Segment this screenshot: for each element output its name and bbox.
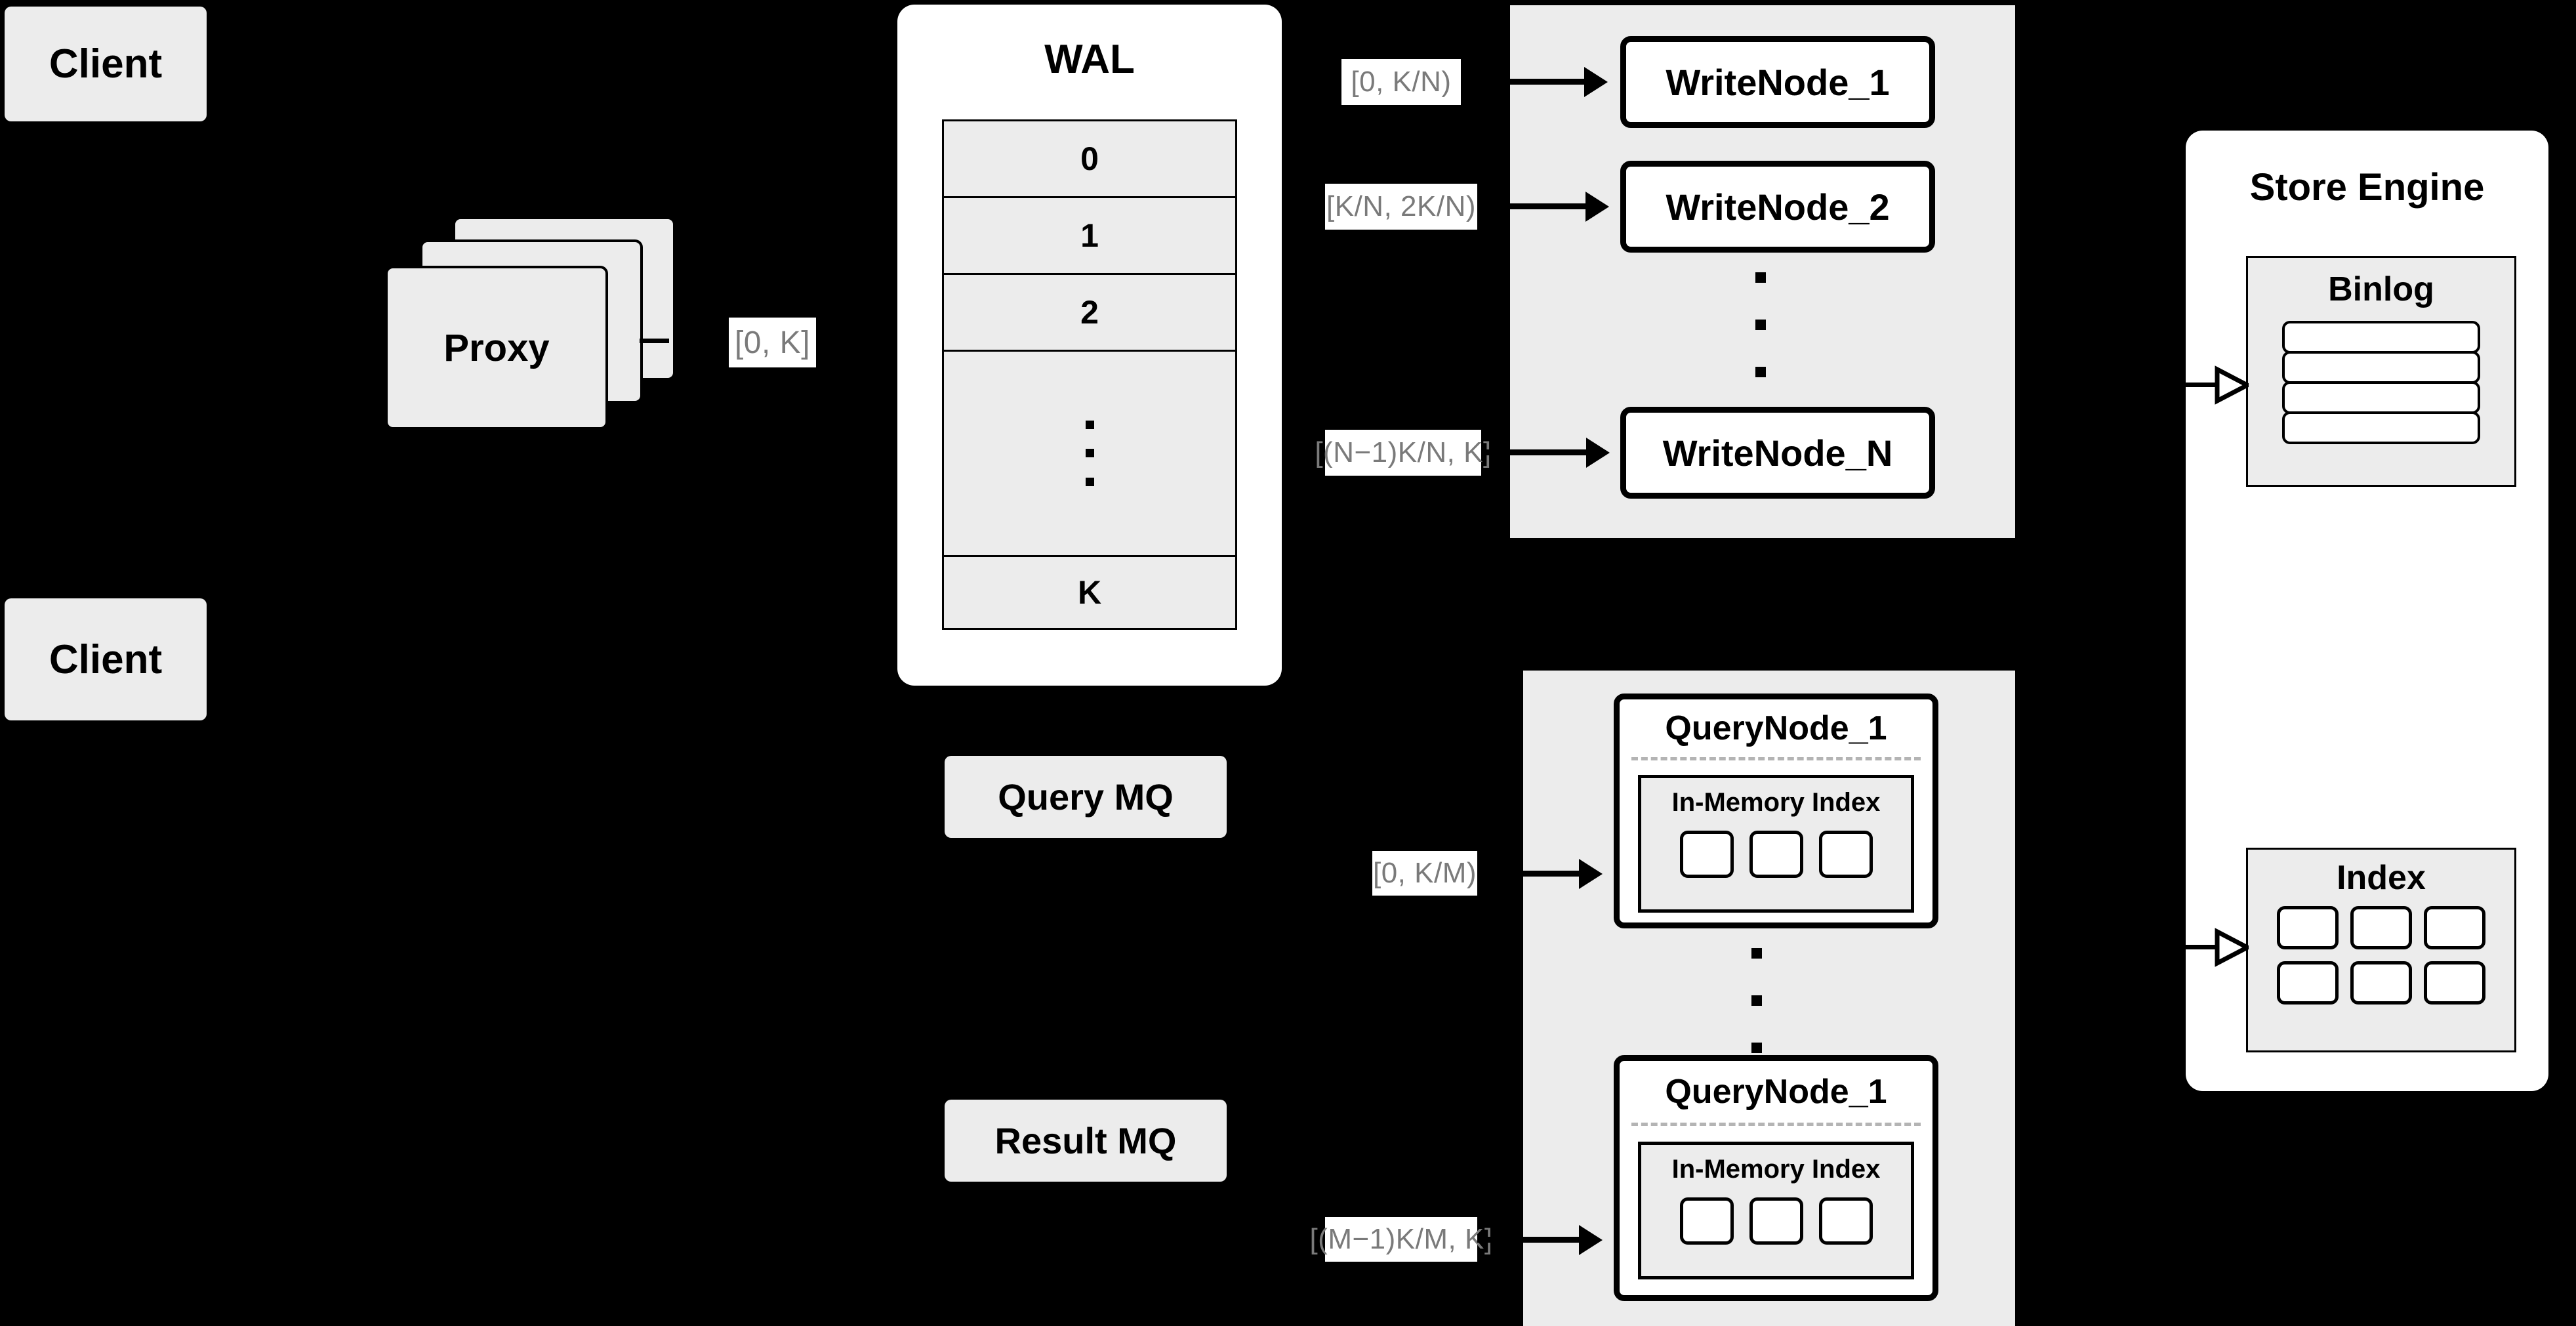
query-node-m-arrow-line <box>1477 1237 1579 1243</box>
query-node-1-arrow-head-icon <box>1579 859 1603 889</box>
query-mq-box[interactable]: Query MQ <box>945 756 1227 838</box>
query-node-1[interactable]: QueryNode_1 In-Memory Index <box>1614 694 1938 928</box>
query-node-m[interactable]: QueryNode_1 In-Memory Index <box>1614 1055 1938 1301</box>
in-memory-index-cell <box>1749 831 1803 878</box>
proxy-range-label: [0, K] <box>729 318 816 367</box>
query-node-1-separator <box>1631 757 1921 760</box>
write-pool-vertical-ellipsis-icon <box>1755 272 1766 377</box>
write-node-n-arrow-line <box>1481 449 1586 455</box>
in-memory-index-cell <box>1679 1197 1734 1245</box>
proxy-wal-connector <box>640 339 669 343</box>
index-cell <box>2277 906 2339 949</box>
client-box-2[interactable]: Client <box>5 598 207 720</box>
query-node-1-arrow-line <box>1477 871 1579 877</box>
index-panel: Index <box>2246 848 2516 1052</box>
binlog-title: Binlog <box>2328 270 2434 308</box>
write-node-2[interactable]: WriteNode_2 <box>1620 161 1935 253</box>
query-node-m-title: QueryNode_1 <box>1665 1073 1887 1111</box>
write-node-2-arrow-head-icon <box>1585 192 1609 222</box>
index-cell <box>2424 961 2485 1005</box>
query-node-m-in-memory-index-panel: In-Memory Index <box>1638 1142 1914 1279</box>
index-cell <box>2350 906 2412 949</box>
write-node-n[interactable]: WriteNode_N <box>1620 407 1935 499</box>
write-node-2-arrow-line <box>1477 203 1585 209</box>
index-cell <box>2350 961 2412 1005</box>
wal-vertical-ellipsis-icon <box>1085 420 1094 486</box>
wal-title: WAL <box>1044 36 1135 82</box>
result-mq-box[interactable]: Result MQ <box>945 1100 1227 1182</box>
client-box-1[interactable]: Client <box>5 7 207 121</box>
query-node-m-separator <box>1631 1123 1921 1126</box>
in-memory-index-cell <box>1818 1197 1873 1245</box>
proxy-label: Proxy <box>443 326 550 369</box>
client-label-1: Client <box>49 41 163 87</box>
index-cell <box>2277 961 2339 1005</box>
query-node-m-in-memory-index-title: In-Memory Index <box>1671 1154 1881 1184</box>
query-node-1-range-label: [0, K/M) <box>1372 851 1477 896</box>
query-node-m-arrow-head-icon <box>1579 1225 1603 1255</box>
write-node-n-arrow-head-icon <box>1586 438 1610 468</box>
write-node-1-arrow-head-icon <box>1584 67 1608 97</box>
binlog-row <box>2282 381 2480 414</box>
index-title: Index <box>2337 859 2426 897</box>
client-label-2: Client <box>49 636 163 682</box>
query-node-m-range-label: [(M−1)K/M, K] <box>1309 1217 1492 1262</box>
binlog-row <box>2282 321 2480 354</box>
store-engine-title: Store Engine <box>2249 165 2485 209</box>
wal-row: 2 <box>944 274 1235 352</box>
query-node-1-in-memory-index-title: In-Memory Index <box>1671 787 1881 817</box>
binlog-panel: Binlog <box>2246 256 2516 487</box>
query-node-1-title: QueryNode_1 <box>1665 709 1887 747</box>
wal-table: 0 1 2 K <box>942 119 1237 630</box>
write-node-1-range-label: [0, K/N) <box>1341 59 1461 105</box>
in-memory-index-cell <box>1679 831 1734 878</box>
index-inbound-arrow-head-icon <box>2215 928 2249 967</box>
binlog-inbound-arrow-head-icon <box>2215 365 2249 405</box>
binlog-inbound-arrow-line <box>2184 383 2224 387</box>
in-memory-index-cell <box>1749 1197 1803 1245</box>
wal-row-ellipsis <box>944 351 1235 557</box>
binlog-row <box>2282 411 2480 444</box>
write-node-1[interactable]: WriteNode_1 <box>1620 36 1935 128</box>
proxy-box[interactable]: Proxy <box>385 266 608 430</box>
index-inbound-arrow-line <box>2184 945 2224 949</box>
binlog-row <box>2282 351 2480 384</box>
wal-row: 1 <box>944 197 1235 275</box>
write-node-2-range-label: [K/N, 2K/N) <box>1325 184 1477 230</box>
in-memory-index-cell <box>1818 831 1873 878</box>
query-pool-vertical-ellipsis-icon <box>1751 948 1762 1053</box>
write-node-n-range-label: [(N−1)K/N, K] <box>1315 430 1491 476</box>
query-node-1-in-memory-index-panel: In-Memory Index <box>1638 775 1914 913</box>
index-cell <box>2424 906 2485 949</box>
wal-row: 0 <box>944 121 1235 198</box>
wal-row: K <box>944 557 1235 629</box>
write-node-1-arrow-line <box>1463 79 1584 85</box>
